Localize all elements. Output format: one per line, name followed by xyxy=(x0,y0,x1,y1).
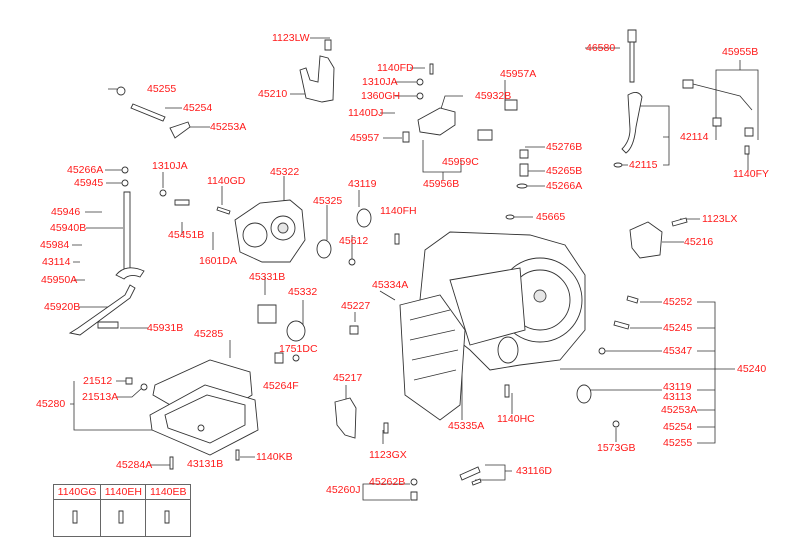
part-label[interactable]: 45210 xyxy=(258,88,288,100)
part-label[interactable]: 45955B xyxy=(722,46,759,58)
part-label[interactable]: 45255 xyxy=(663,437,693,449)
part-label[interactable]: 45264F xyxy=(263,380,299,392)
bracket-45210 xyxy=(299,55,335,103)
part-label[interactable]: 45240 xyxy=(737,363,767,375)
transmission-case-45240 xyxy=(399,231,586,421)
part-label[interactable]: 1360GH xyxy=(361,90,401,102)
part-label[interactable]: 1140GD xyxy=(207,175,246,187)
part-label[interactable]: 43119 xyxy=(348,178,377,190)
bolt-icon xyxy=(52,499,102,537)
part-label[interactable]: 45216 xyxy=(684,236,714,248)
part-label[interactable]: 43131B xyxy=(187,458,224,470)
part-label[interactable]: 45254 xyxy=(663,421,693,433)
bolt-icon xyxy=(145,499,191,537)
part-label[interactable]: 43114 xyxy=(42,256,71,268)
part-label[interactable]: 45347 xyxy=(663,345,693,357)
part-label[interactable]: 21512 xyxy=(83,375,113,387)
part-label[interactable]: 45260J xyxy=(326,484,361,496)
part-label[interactable]: 43119 xyxy=(663,381,692,393)
part-label[interactable]: 43116D xyxy=(516,465,553,477)
part-label[interactable]: 42115 xyxy=(629,159,658,171)
part-label[interactable]: 45255 xyxy=(147,83,177,95)
part-label[interactable]: 1140FY xyxy=(733,168,769,180)
part-label[interactable]: 1573GB xyxy=(597,442,636,454)
part-label[interactable]: 45940B xyxy=(50,222,87,234)
part-label[interactable]: 45332 xyxy=(288,286,318,298)
part-label[interactable]: 45285 xyxy=(194,328,224,340)
part-label[interactable]: 45325 xyxy=(313,195,343,207)
part-label[interactable]: 45959C xyxy=(442,156,479,168)
part-label[interactable]: 45335A xyxy=(448,420,485,432)
part-label[interactable]: 21513A xyxy=(82,391,119,403)
part-label[interactable]: 45217 xyxy=(333,372,363,384)
part-label[interactable]: 45451B xyxy=(168,229,205,241)
part-label[interactable]: 45322 xyxy=(270,166,300,178)
part-label[interactable]: 45920B xyxy=(44,301,81,313)
part-label[interactable]: 45252 xyxy=(663,296,693,308)
part-label[interactable]: 1140DJ xyxy=(348,107,384,119)
part-label[interactable]: 1140FD xyxy=(377,62,414,74)
part-label[interactable]: 45950A xyxy=(41,274,78,286)
part-label[interactable]: 45957 xyxy=(350,132,380,144)
part-label[interactable]: 45253A xyxy=(210,121,247,133)
part-label[interactable]: 45266A xyxy=(67,164,104,176)
part-label[interactable]: 1751DC xyxy=(279,343,318,355)
part-label[interactable]: 1140KB xyxy=(256,451,293,463)
part-label[interactable]: 46580 xyxy=(586,42,616,54)
part-label[interactable]: 45946 xyxy=(51,206,81,218)
bolt-table: 1140GG 1140EH 1140EB xyxy=(52,484,191,537)
part-label[interactable]: 45253A xyxy=(661,404,698,416)
part-label[interactable]: 45254 xyxy=(183,102,213,114)
part-label[interactable]: 45284A xyxy=(116,459,153,471)
part-label[interactable]: 45945 xyxy=(74,177,104,189)
part-label[interactable]: 1140HC xyxy=(497,413,535,425)
part-label[interactable]: 45331B xyxy=(249,271,286,283)
part-label[interactable]: 42114 xyxy=(680,131,709,143)
part-label[interactable]: 45984 xyxy=(40,239,70,251)
shift-shaft xyxy=(123,191,131,273)
part-label[interactable]: 1310JA xyxy=(152,160,188,172)
bolt-icon xyxy=(100,499,147,537)
part-label[interactable]: 45227 xyxy=(341,300,371,312)
part-label[interactable]: 45665 xyxy=(536,211,566,223)
part-label[interactable]: 45266A xyxy=(546,180,583,192)
part-label[interactable]: 1310JA xyxy=(362,76,398,88)
part-label[interactable]: 1123GX xyxy=(369,449,407,461)
part-label[interactable]: 45956B xyxy=(423,178,460,190)
part-label[interactable]: 1123LW xyxy=(272,32,310,44)
bolt-table-header[interactable]: 1140GG xyxy=(52,484,102,500)
part-label[interactable]: 45245 xyxy=(663,322,693,334)
part-label[interactable]: 45276B xyxy=(546,141,583,153)
part-label[interactable]: 45612 xyxy=(339,235,369,247)
bolt-table-header[interactable]: 1140EB xyxy=(145,484,191,500)
part-label[interactable]: 45334A xyxy=(372,279,409,291)
part-label[interactable]: 45957A xyxy=(500,68,537,80)
part-label[interactable]: 43113 xyxy=(663,391,692,403)
part-label[interactable]: 1123LX xyxy=(702,213,738,225)
part-label[interactable]: 45265B xyxy=(546,165,583,177)
part-label[interactable]: 45262B xyxy=(369,476,406,488)
part-label[interactable]: 45932B xyxy=(475,90,512,102)
part-label[interactable]: 1140FH xyxy=(380,205,417,217)
part-label[interactable]: 45280 xyxy=(36,398,66,410)
part-label[interactable]: 1601DA xyxy=(199,255,237,267)
part-label[interactable]: 45931B xyxy=(147,322,184,334)
bolt-table-header[interactable]: 1140EH xyxy=(100,484,147,500)
